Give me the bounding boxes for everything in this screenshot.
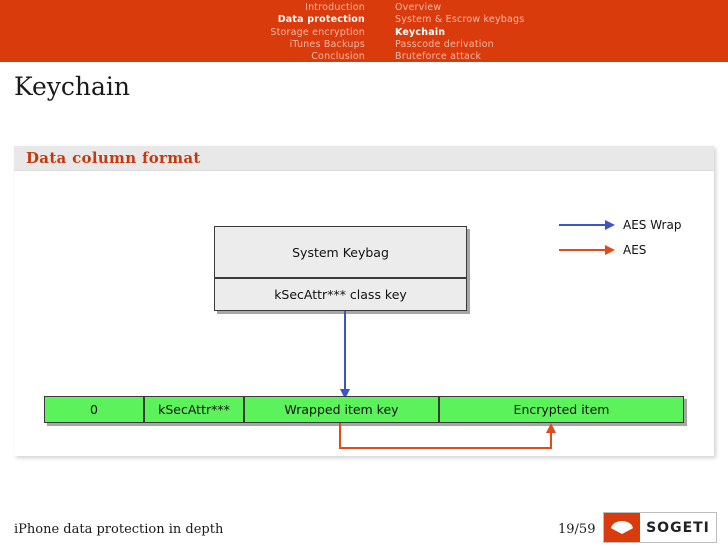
nav-item-passcode-derivation[interactable]: Passcode derivation <box>395 38 494 50</box>
diagram-canvas: System Keybag kSecAttr*** class key AES … <box>14 171 714 456</box>
legend-aes-wrap: AES Wrap <box>559 218 681 232</box>
nav-item-introduction[interactable]: Introduction <box>305 2 365 13</box>
top-navigation-bar: Introduction Data protection Storage enc… <box>0 0 728 62</box>
sogeti-logo-text: SOGETI <box>646 519 710 536</box>
nav-item-itunes-backups[interactable]: iTunes Backups <box>289 38 365 50</box>
arrow-classkey-to-wrappedkey-icon <box>339 311 351 399</box>
legend-aes: AES <box>559 243 646 257</box>
legend-aes-label: AES <box>623 243 647 257</box>
content-block: Data column format System Keybag kSecAtt… <box>14 146 714 456</box>
block-title-bar: Data column format <box>14 146 714 171</box>
arrow-wrappedkey-to-encrypteditem-icon <box>339 423 564 455</box>
nav-column-sections: Introduction Data protection Storage enc… <box>255 2 365 63</box>
footer-title: iPhone data protection in depth <box>14 522 224 537</box>
data-field-wrapped-item-key: Wrapped item key <box>244 396 439 423</box>
arrow-red-icon <box>559 244 615 256</box>
nav-item-keychain[interactable]: Keychain <box>395 26 446 38</box>
data-field-version: 0 <box>44 396 144 423</box>
class-key-box: kSecAttr*** class key <box>214 278 467 311</box>
data-field-encrypted-item: Encrypted item <box>439 396 684 423</box>
footer-page-number: 19/59 <box>558 522 596 537</box>
arrow-blue-icon <box>559 219 615 231</box>
navigation-columns: Introduction Data protection Storage enc… <box>255 2 575 63</box>
nav-item-data-protection[interactable]: Data protection <box>277 14 365 26</box>
nav-item-bruteforce-attack[interactable]: Bruteforce attack <box>395 51 482 63</box>
block-title: Data column format <box>26 149 201 167</box>
nav-item-storage-encryption[interactable]: Storage encryption <box>270 26 365 38</box>
nav-column-subsections: Overview System & Escrow keybags Keychai… <box>395 2 575 63</box>
legend-aes-wrap-label: AES Wrap <box>623 218 682 232</box>
page-title: Keychain <box>14 72 131 101</box>
sogeti-logo-mark-icon <box>604 513 640 542</box>
data-field-ksecattr: kSecAttr*** <box>144 396 244 423</box>
nav-item-system-escrow-keybags[interactable]: System & Escrow keybags <box>395 14 525 26</box>
system-keybag-box: System Keybag <box>214 226 467 278</box>
sogeti-logo: SOGETI <box>603 512 717 543</box>
nav-item-conclusion[interactable]: Conclusion <box>311 51 365 63</box>
nav-item-overview[interactable]: Overview <box>395 2 442 13</box>
